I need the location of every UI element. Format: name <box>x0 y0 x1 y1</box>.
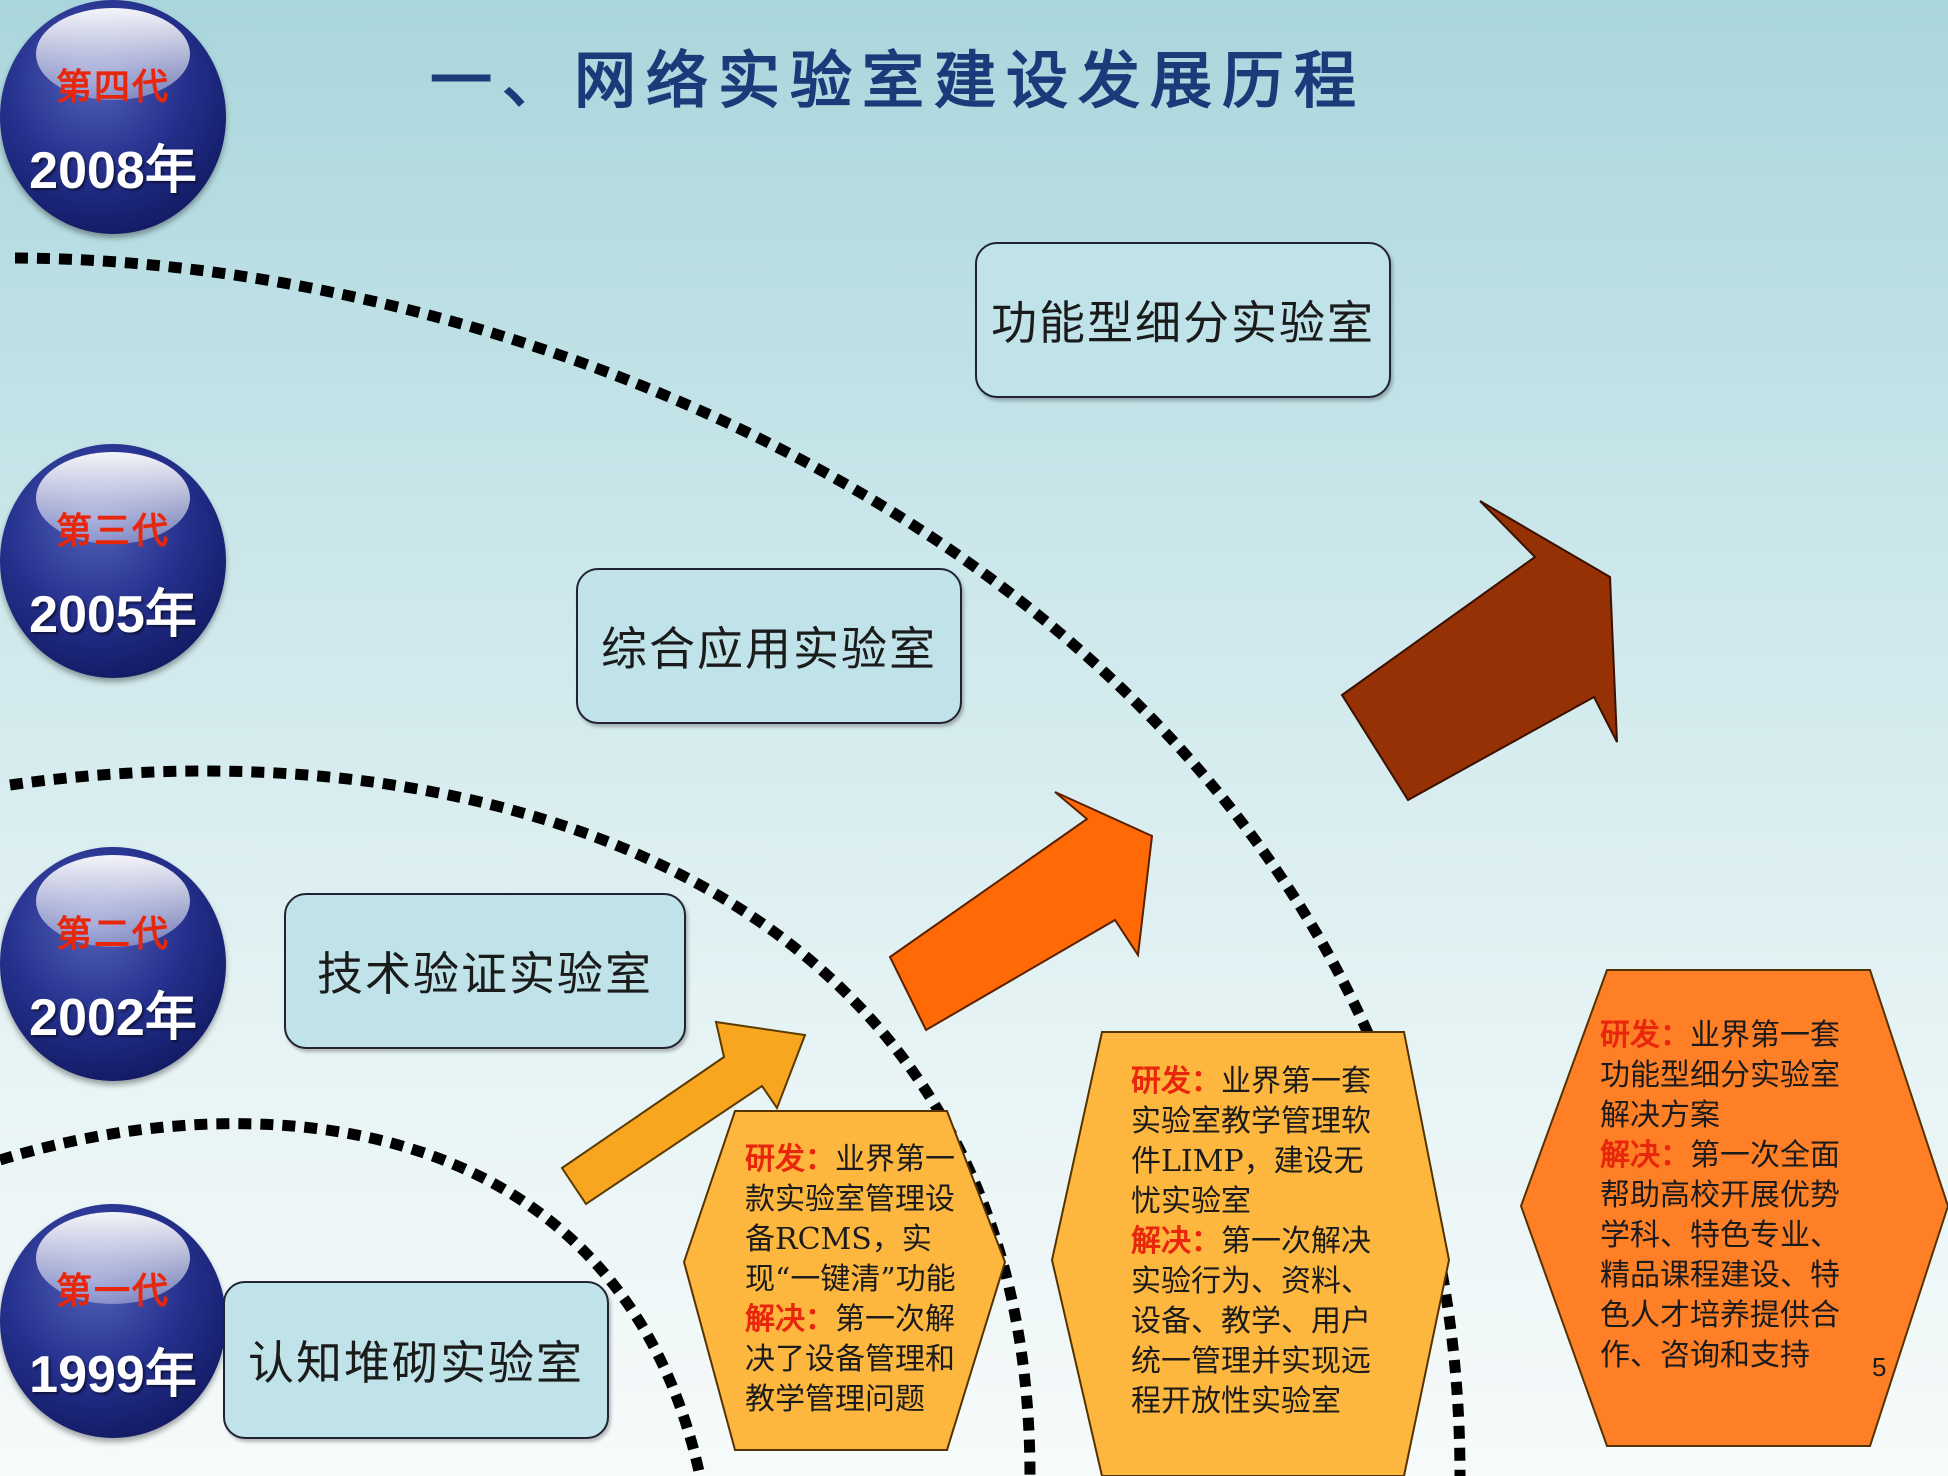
lab-box-tech-verification: 技术验证实验室 <box>284 893 686 1049</box>
dev-label: 研发： <box>1131 1064 1221 1099</box>
dev-label: 研发： <box>1600 1018 1690 1053</box>
dev-text: 业界第一套功能型细分实验室解决方案 <box>1600 1018 1840 1133</box>
arrow-small <box>560 1020 807 1206</box>
generation-name: 第二代 <box>55 913 170 955</box>
hexagon-1-shape <box>682 1110 1007 1451</box>
generation-year: 2008年 <box>29 142 197 200</box>
dev-label: 研发： <box>745 1142 835 1177</box>
hexagon-2-shape <box>1050 1031 1451 1476</box>
dev-text: 业界第一款实验室管理设备RCMS，实现“一键清”功能 <box>745 1142 956 1297</box>
page-title: 一、网络实验室建设发展历程 <box>430 44 1367 117</box>
hexagon-1-text: 研发：业界第一款实验室管理设备RCMS，实现“一键清”功能 解决：第一次解决了设… <box>745 1140 977 1476</box>
arrow-medium <box>888 791 1154 1032</box>
generation-badge-2: 第二代 2002年 <box>0 847 226 1081</box>
generation-badge-1: 第一代 1999年 <box>0 1204 226 1438</box>
lab-box-integrated: 综合应用实验室 <box>576 568 962 724</box>
solve-label: 解决： <box>1131 1224 1221 1259</box>
lab-box-cognitive: 认知堆砌实验室 <box>223 1281 609 1439</box>
solve-text: 第一次解决实验行为、资料、设备、教学、用户统一管理并实现远程开放性实验室 <box>1131 1224 1371 1419</box>
hexagon-2-text: 研发：业界第一套实验室教学管理软件LIMP，建设无忧实验室 解决：第一次解决实验… <box>1131 1062 1383 1476</box>
generation-name: 第三代 <box>55 510 170 552</box>
arc-generation-1 <box>0 1118 706 1476</box>
lab-box-functional: 功能型细分实验室 <box>975 242 1391 398</box>
generation-badge-3: 第三代 2005年 <box>0 444 226 678</box>
hexagon-3-text: 研发：业界第一套功能型细分实验室解决方案 解决：第一次全面帮助高校开展优势学科、… <box>1600 1016 1860 1436</box>
generation-badge-4: 第四代 2008年 <box>0 0 226 234</box>
generation-name: 第四代 <box>55 66 170 108</box>
hexagon-3-shape <box>1519 969 1948 1447</box>
generation-year: 2002年 <box>29 989 197 1047</box>
page-number: 5 <box>1872 1352 1887 1382</box>
arrow-large <box>1340 500 1618 802</box>
generation-name: 第一代 <box>55 1270 170 1312</box>
solve-label: 解决： <box>1600 1138 1690 1173</box>
dev-text: 业界第一套实验室教学管理软件LIMP，建设无忧实验室 <box>1131 1064 1371 1219</box>
generation-year: 1999年 <box>29 1346 197 1404</box>
solve-label: 解决： <box>745 1302 835 1337</box>
generation-year: 2005年 <box>29 586 197 644</box>
solve-text: 第一次全面帮助高校开展优势学科、特色专业、精品课程建设、特色人才培养提供合作、咨… <box>1600 1138 1840 1373</box>
solve-text: 第一次解决了设备管理和教学管理问题 <box>745 1302 955 1417</box>
arc-generation-3 <box>14 252 1466 1476</box>
